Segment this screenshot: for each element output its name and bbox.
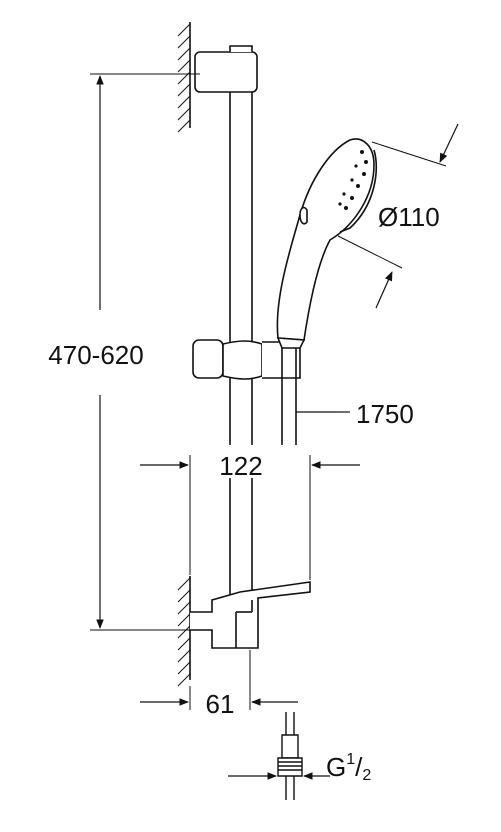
rail-height-label: 470-620 — [48, 340, 143, 370]
thread-size-label: G1/2 — [326, 751, 371, 784]
head-diameter-label: Ø110 — [378, 202, 440, 232]
wall-hatch-icon — [177, 576, 191, 687]
shower-rail — [229, 92, 253, 610]
hose-connector: G1/2 — [228, 712, 371, 800]
wall-hatch-icon — [177, 22, 191, 133]
hose-length-dimension: 1750 — [340, 399, 414, 429]
wall-projection-label: 61 — [206, 689, 235, 719]
wall-projection-dimension: 61 — [140, 650, 298, 719]
shower-hose — [281, 348, 340, 445]
hose-length-label: 1750 — [356, 399, 414, 429]
bottom-wall-bracket — [190, 581, 311, 649]
top-wall-bracket — [194, 45, 258, 93]
head-diameter-dimension: Ø110 — [337, 123, 459, 309]
slider-holder — [192, 339, 301, 380]
rail-height-dimension: 470-620 — [48, 73, 200, 631]
slider-projection-label: 122 — [219, 451, 262, 481]
hand-shower — [276, 138, 378, 349]
slider-projection-dimension: 122 — [140, 451, 360, 580]
